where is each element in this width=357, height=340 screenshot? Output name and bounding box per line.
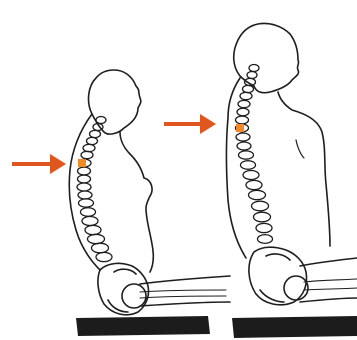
arrow-right-icon <box>12 154 66 174</box>
slouched-femur <box>140 290 226 298</box>
upright-seat <box>232 316 357 338</box>
upright-pelvis <box>249 247 308 305</box>
figure-upright <box>227 23 357 304</box>
upright-head <box>234 23 299 92</box>
slouched-head <box>89 70 141 134</box>
slouched-spine <box>77 117 112 262</box>
upright-chest-line <box>296 140 304 158</box>
upright-highlighted-vertebra <box>236 124 244 132</box>
figure-slouched <box>69 70 230 315</box>
upright-front-outline <box>278 92 330 246</box>
arrow-right-icon <box>164 114 216 134</box>
slouched-front-outline <box>120 132 153 272</box>
upright-femur <box>304 279 357 290</box>
slouched-seat <box>76 316 210 336</box>
slouched-pelvis <box>98 263 149 314</box>
upright-spine <box>236 65 273 244</box>
slouched-highlighted-vertebra <box>78 159 86 167</box>
